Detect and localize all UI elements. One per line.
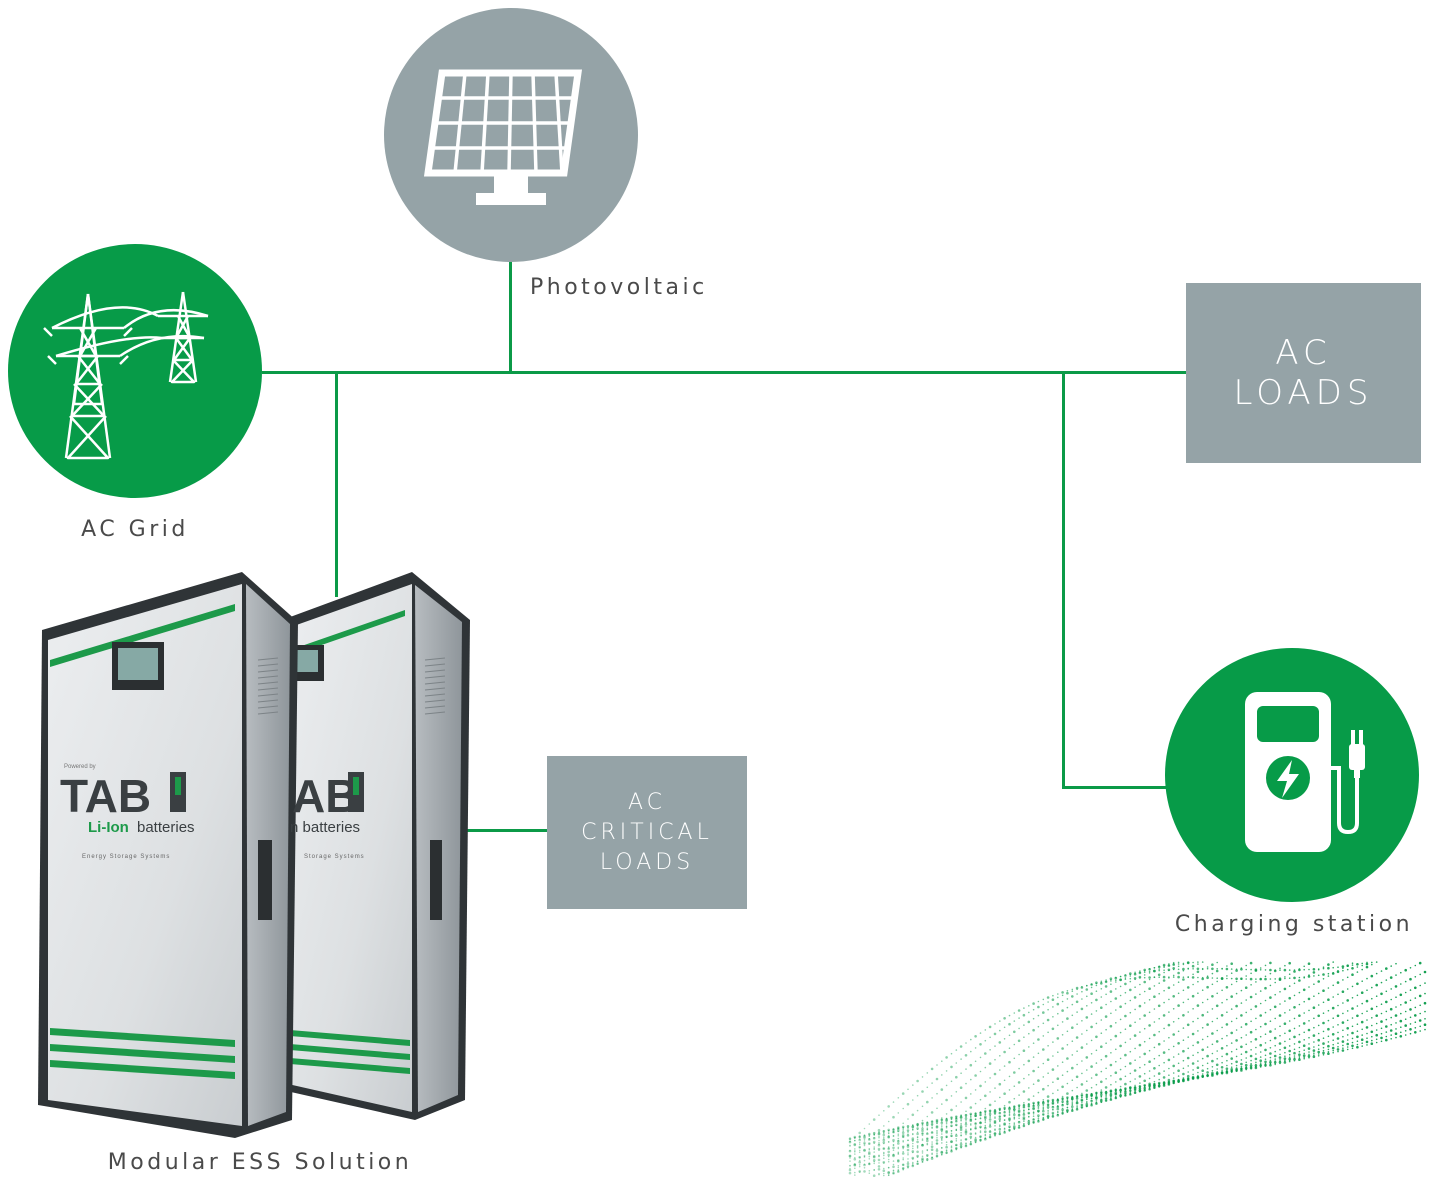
modular-ess-label: Modular ESS Solution (107, 1150, 413, 1175)
cabinet-back-brand: AB (292, 770, 358, 822)
ac-critical-loads-line3: LOADS (599, 849, 695, 875)
ess-drop-wire (335, 371, 338, 597)
ac-loads-line2: LOADS (1233, 373, 1374, 413)
ac-critical-loads-line1: AC (627, 789, 667, 815)
ac-loads-box: AC LOADS (1186, 283, 1421, 463)
svg-text:Li-Ion batteries: Li-Ion batteries (88, 819, 195, 836)
ac-critical-loads-box: AC CRITICAL LOADS (547, 756, 747, 909)
cabinet-subbrand-highlight: Li-Ion (88, 819, 129, 836)
charger-feed-wire (1062, 786, 1168, 789)
cabinet-tagline: Energy Storage Systems (82, 854, 170, 860)
loads-drop-wire (1062, 371, 1065, 789)
cabinet-powered-by: Powered by (64, 764, 96, 770)
charging-station-label: Charging station (1174, 912, 1414, 937)
cabinet-subbrand: batteries (137, 819, 195, 836)
cabinet-back-tagline: Storage Systems (304, 854, 365, 860)
cabinet-brand: TAB (60, 770, 151, 822)
ac-grid-label: AC Grid (81, 517, 189, 542)
main-bus-wire (262, 371, 1188, 374)
cabinet-back-subbrand: n batteries (290, 819, 360, 836)
ev-charger-icon (1245, 692, 1365, 852)
ess-cabinets-image: Powered by TAB Li-Ion batteries Energy S… (38, 572, 470, 1138)
ac-loads-line1: AC (1275, 333, 1332, 373)
decorative-wave-graphic (848, 961, 1427, 1177)
photovoltaic-node (384, 8, 638, 262)
photovoltaic-label: Photovoltaic (530, 275, 708, 300)
ac-grid-node (8, 244, 262, 498)
pv-drop-wire (509, 262, 512, 373)
power-tower-icon (43, 291, 209, 460)
ess-cabinet-back (282, 572, 470, 1120)
solar-panel-icon (423, 69, 583, 205)
critical-loads-wire (455, 829, 548, 832)
ac-critical-loads-line2: CRITICAL (581, 819, 713, 845)
charging-station-node (1165, 648, 1419, 902)
ess-cabinet-front (38, 572, 298, 1138)
